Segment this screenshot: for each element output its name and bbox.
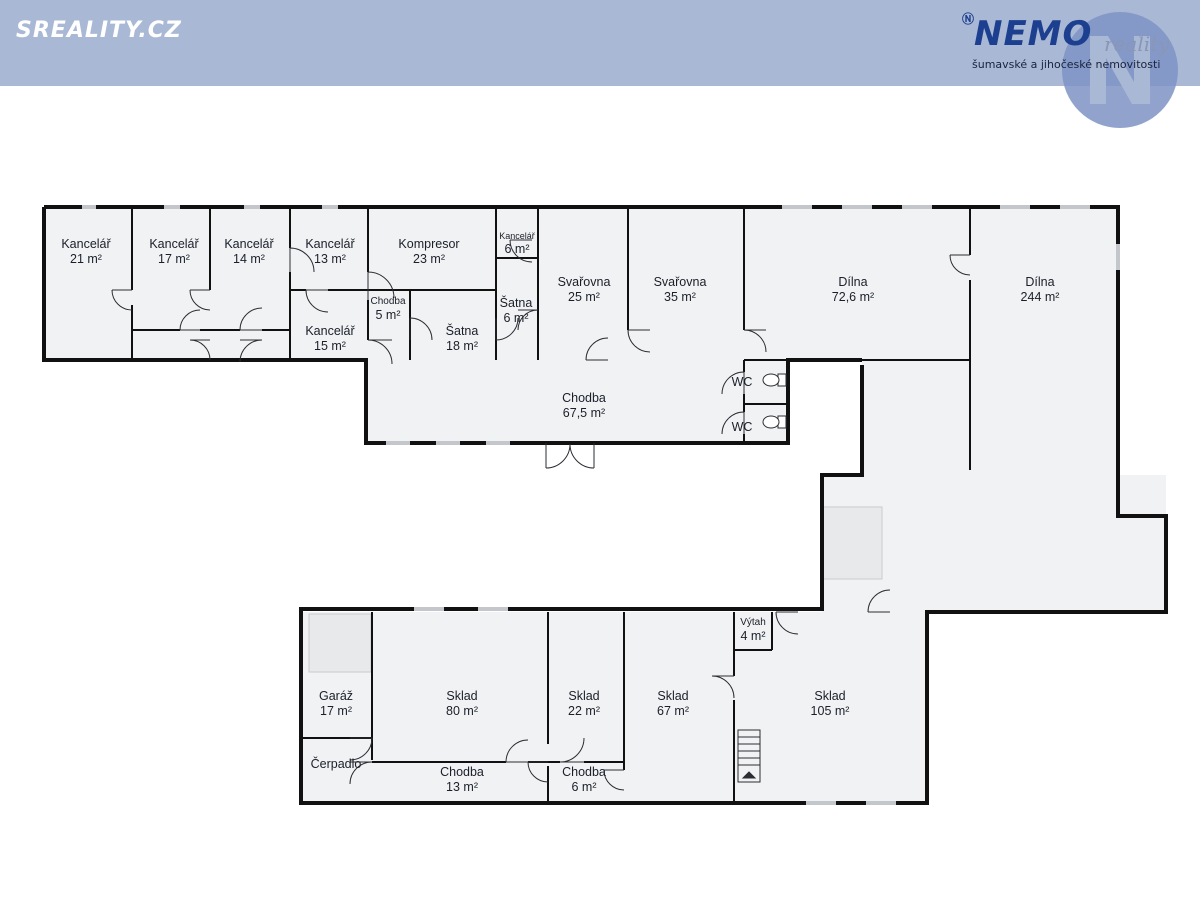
- room-name: Kancelář: [224, 237, 274, 251]
- room-name: Kancelář: [499, 231, 535, 241]
- room-chodba-small: Chodba 5 m²: [370, 296, 405, 323]
- room-sklad-4: Sklad 105 m²: [811, 689, 850, 719]
- nemo-logo-circle-icon: [1062, 12, 1178, 128]
- room-area: 17 m²: [158, 252, 190, 266]
- room-area: 105 m²: [810, 704, 850, 718]
- room-chodba-main: Chodba 67,5 m²: [562, 391, 606, 421]
- room-name: Kancelář: [61, 237, 111, 251]
- interior-walls: [131, 208, 971, 803]
- room-name: Chodba: [370, 296, 406, 307]
- room-satna-2: Šatna 6 m²: [500, 296, 533, 326]
- room-wc-2: WC: [732, 420, 753, 435]
- room-name: Kancelář: [305, 237, 355, 251]
- room-area: 6 m²: [504, 242, 530, 256]
- room-kancelar-5: Kancelář 15 m²: [305, 324, 354, 354]
- room-name: Kancelář: [149, 237, 199, 251]
- room-name: Chodba: [440, 765, 484, 779]
- room-area: 67 m²: [657, 704, 689, 718]
- room-area: 4 m²: [740, 629, 766, 643]
- room-area: 244 m²: [1020, 290, 1060, 304]
- room-area: 25 m²: [568, 290, 600, 304]
- room-area: 6 m²: [503, 311, 529, 325]
- room-satna-1: Šatna 18 m²: [446, 324, 479, 354]
- room-sklad-3: Sklad 67 m²: [657, 689, 689, 719]
- room-kancelar-2: Kancelář 17 m²: [149, 237, 198, 267]
- room-name: Dílna: [838, 275, 868, 289]
- room-sklad-2: Sklad 22 m²: [568, 689, 600, 719]
- room-name: Dílna: [1025, 275, 1055, 289]
- room-name: WC: [731, 420, 753, 434]
- room-area: 80 m²: [446, 704, 478, 718]
- room-chodba-3: Chodba 6 m²: [562, 765, 606, 795]
- room-name: Výtah: [740, 617, 766, 628]
- room-area: 6 m²: [571, 780, 597, 794]
- room-area: 22 m²: [568, 704, 600, 718]
- room-name: Kancelář: [305, 324, 355, 338]
- room-area: 13 m²: [446, 780, 478, 794]
- nemo-logo-suffix: reality: [1104, 32, 1170, 56]
- nemo-logo-word[interactable]: NEMO: [974, 14, 1093, 54]
- room-name: Svařovna: [557, 275, 611, 289]
- room-kancelar-1: Kancelář 21 m²: [61, 237, 110, 267]
- room-name: Šatna: [445, 324, 479, 338]
- room-svarovna-1: Svařovna 25 m²: [558, 275, 611, 305]
- room-vytah: Výtah 4 m²: [740, 616, 766, 644]
- room-sklad-1: Sklad 80 m²: [446, 689, 478, 719]
- room-name: Sklad: [814, 689, 846, 703]
- room-area: 72,6 m²: [831, 290, 875, 304]
- room-area: 67,5 m²: [562, 406, 606, 420]
- floor-fill: [44, 207, 1166, 803]
- room-name: Sklad: [657, 689, 689, 703]
- room-area: 23 m²: [413, 252, 445, 266]
- room-kancelar-3: Kancelář 14 m²: [224, 237, 273, 267]
- toilet-icon: [762, 373, 787, 429]
- room-name: Chodba: [562, 391, 606, 405]
- room-name: Garáž: [318, 689, 354, 703]
- room-area: 17 m²: [320, 704, 352, 718]
- room-name: WC: [731, 375, 753, 389]
- room-area: 15 m²: [314, 339, 346, 353]
- interior-surfaces: [308, 506, 883, 673]
- sreality-logo[interactable]: SREALITY.CZ: [16, 18, 182, 43]
- room-area: 14 m²: [233, 252, 265, 266]
- room-kancelar-4: Kancelář 13 m²: [305, 237, 354, 267]
- doors: [111, 239, 971, 791]
- nemo-tagline: šumavské a jihočeské nemovitosti: [972, 58, 1161, 71]
- room-cerpadlo: Čerpadlo: [311, 757, 362, 772]
- windows: [82, 205, 1120, 805]
- nemo-small-mark-icon: Ⓝ: [962, 12, 975, 26]
- room-name: Sklad: [568, 689, 600, 703]
- room-chodba-2: Chodba 13 m²: [440, 765, 484, 795]
- room-area: 18 m²: [446, 339, 478, 353]
- room-name: Čerpadlo: [310, 757, 362, 771]
- room-area: 35 m²: [664, 290, 696, 304]
- room-area: 21 m²: [70, 252, 102, 266]
- room-dilna-2: Dílna 244 m²: [1021, 275, 1060, 305]
- room-dilna-1: Dílna 72,6 m²: [832, 275, 874, 305]
- stairs-icon: [737, 729, 761, 783]
- room-svarovna-2: Svařovna 35 m²: [654, 275, 707, 305]
- room-kancelar-small: Kancelář 6 m²: [499, 230, 535, 257]
- room-area: 13 m²: [314, 252, 346, 266]
- header-bar: [0, 0, 1200, 86]
- room-garaz: Garáž 17 m²: [319, 689, 353, 719]
- room-name: Chodba: [562, 765, 606, 779]
- room-name: Kompresor: [398, 237, 460, 251]
- room-area: 5 m²: [375, 308, 401, 322]
- room-kompresor: Kompresor 23 m²: [398, 237, 459, 267]
- room-name: Svařovna: [653, 275, 707, 289]
- room-name: Šatna: [499, 296, 533, 310]
- room-name: Sklad: [446, 689, 478, 703]
- room-wc-1: WC: [732, 375, 753, 390]
